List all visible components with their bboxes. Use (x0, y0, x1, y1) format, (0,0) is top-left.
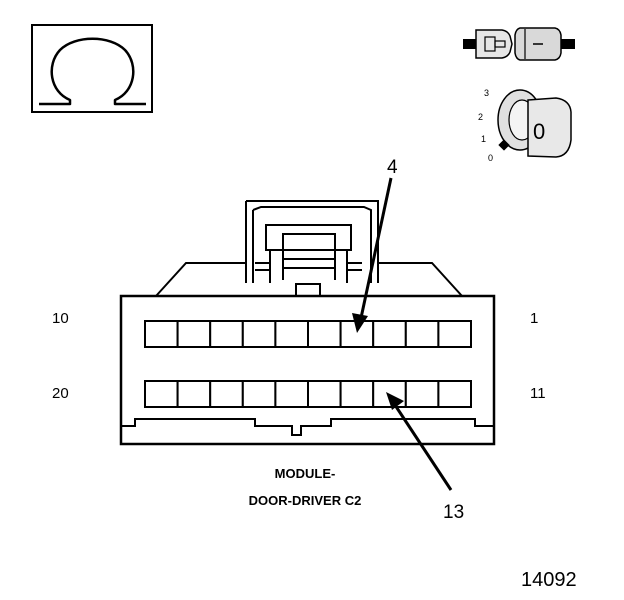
ohm-symbol-icon (31, 24, 153, 113)
pin-row-top (144, 320, 472, 348)
pin-cavity-14 (339, 380, 375, 408)
pin-cavity-15 (307, 380, 342, 408)
pin-label-bottom-right: 11 (530, 385, 546, 402)
connector-caption-line1: MODULE- (275, 466, 336, 481)
callout-arrow-upper (352, 177, 393, 333)
ignition-position-3: 3 (484, 88, 489, 98)
pin-label-top-right: 1 (530, 310, 538, 327)
pin-label-bottom-left: 20 (52, 385, 69, 402)
pin-cavity-6 (274, 320, 309, 348)
figure-number: 14092 (521, 569, 577, 591)
pin-label-top-left: 10 (52, 310, 69, 327)
connector-plug-icon (463, 27, 575, 61)
pin-cavity-2 (404, 320, 440, 348)
pin-cavity-1 (437, 320, 472, 348)
pin-cavity-3 (372, 320, 407, 348)
pin-row-bottom (144, 380, 472, 408)
key-label: 0 (533, 119, 545, 144)
pin-cavity-9 (176, 320, 212, 348)
pin-cavity-18 (209, 380, 244, 408)
callout-label-lower: 13 (443, 502, 464, 523)
ignition-position-2: 2 (478, 112, 483, 122)
connector-caption-line2: DOOR-DRIVER C2 (249, 493, 362, 508)
pin-cavity-17 (241, 380, 277, 408)
callout-arrow-lower (386, 392, 453, 491)
pin-cavity-8 (209, 320, 244, 348)
ignition-position-1: 1 (481, 134, 486, 144)
pin-cavity-16 (274, 380, 309, 408)
pin-cavity-7 (241, 320, 277, 348)
ignition-key-icon: 3 2 1 0 0 (478, 88, 572, 163)
pin-cavity-10 (144, 320, 179, 348)
pin-cavity-12 (404, 380, 440, 408)
ignition-position-0: 0 (488, 153, 493, 163)
pin-cavity-5 (307, 320, 342, 348)
pin-cavity-19 (176, 380, 212, 408)
pin-cavity-11 (437, 380, 472, 408)
callout-label-upper: 4 (387, 157, 398, 178)
pin-cavity-20 (144, 380, 179, 408)
